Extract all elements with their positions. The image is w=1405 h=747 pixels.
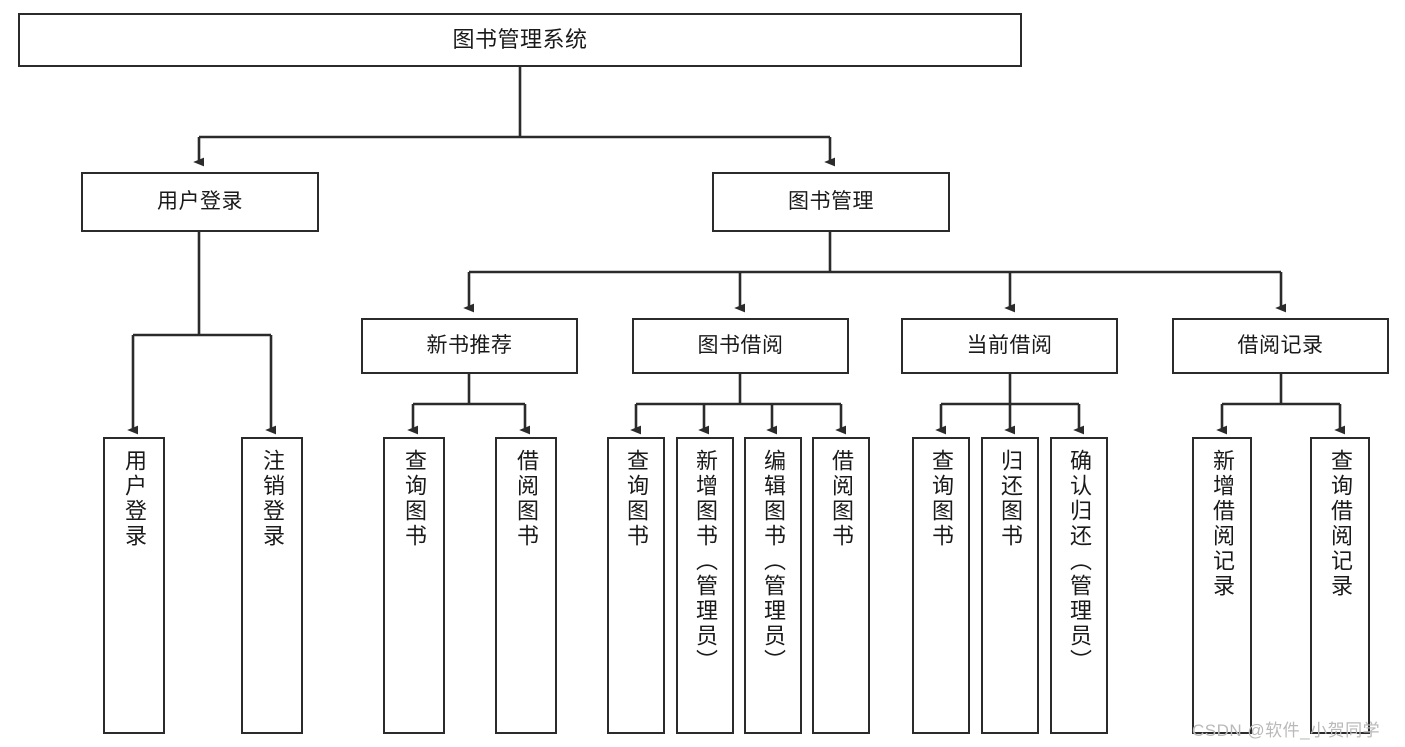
leaf-query-book-current[interactable]: 查询图书 [912, 437, 970, 734]
node-label: 新书推荐 [426, 333, 513, 357]
node-new-book-recommend[interactable]: 新书推荐 [361, 318, 578, 374]
node-label: 归还图书 [998, 449, 1023, 549]
node-label: 借阅图书 [829, 449, 854, 549]
node-label: 新增借阅记录 [1210, 449, 1235, 599]
leaf-query-book-borrow[interactable]: 查询图书 [607, 437, 665, 734]
node-label: 确认归还（管理员） [1067, 449, 1092, 674]
leaf-query-borrow-record[interactable]: 查询借阅记录 [1310, 437, 1370, 734]
leaf-user-login[interactable]: 用户登录 [103, 437, 165, 734]
node-borrow-record[interactable]: 借阅记录 [1172, 318, 1389, 374]
leaf-add-book-admin[interactable]: 新增图书（管理员） [676, 437, 734, 734]
node-current-borrow[interactable]: 当前借阅 [901, 318, 1118, 374]
leaf-return-book[interactable]: 归还图书 [981, 437, 1039, 734]
node-root-system[interactable]: 图书管理系统 [18, 13, 1022, 67]
leaf-confirm-return-admin[interactable]: 确认归还（管理员） [1050, 437, 1108, 734]
leaf-edit-book-admin[interactable]: 编辑图书（管理员） [744, 437, 802, 734]
leaf-borrow-book[interactable]: 借阅图书 [812, 437, 870, 734]
node-label: 借阅图书 [514, 449, 539, 549]
node-label: 当前借阅 [966, 333, 1053, 357]
node-book-management[interactable]: 图书管理 [712, 172, 950, 232]
node-label: 查询图书 [402, 449, 427, 549]
node-label: 用户登录 [122, 449, 147, 549]
leaf-borrow-book-recommend[interactable]: 借阅图书 [495, 437, 557, 734]
node-label: 借阅记录 [1237, 333, 1324, 357]
node-label: 查询借阅记录 [1328, 449, 1353, 599]
node-label: 查询图书 [624, 449, 649, 549]
leaf-logout[interactable]: 注销登录 [241, 437, 303, 734]
node-label: 查询图书 [929, 449, 954, 549]
node-label: 图书管理 [788, 189, 874, 213]
node-user-login[interactable]: 用户登录 [81, 172, 319, 232]
leaf-add-borrow-record[interactable]: 新增借阅记录 [1192, 437, 1252, 734]
node-label: 图书管理系统 [452, 27, 588, 53]
node-label: 注销登录 [260, 449, 285, 549]
node-book-borrow[interactable]: 图书借阅 [632, 318, 849, 374]
leaf-query-book-recommend[interactable]: 查询图书 [383, 437, 445, 734]
node-label: 图书借阅 [697, 333, 784, 357]
node-label: 用户登录 [157, 189, 243, 213]
node-label: 新增图书（管理员） [693, 449, 718, 674]
csdn-watermark: CSDN @软件_小贺同学 [1192, 721, 1381, 740]
node-label: 编辑图书（管理员） [761, 449, 786, 674]
